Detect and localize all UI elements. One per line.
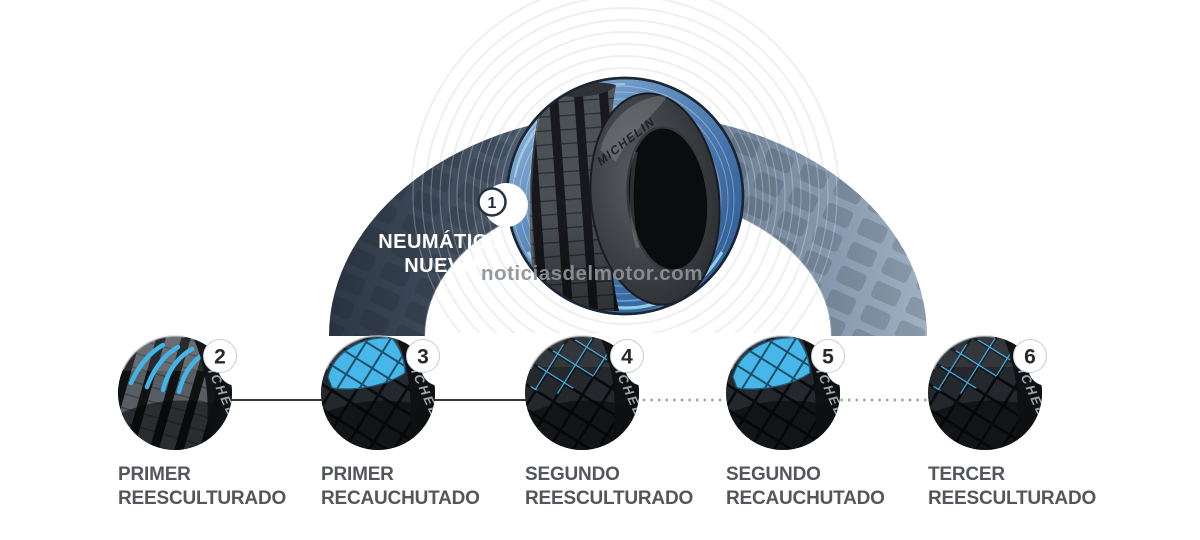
stage-circle-3: ICHEL 3 PRIMER RECAUCHUTADO: [321, 335, 480, 509]
stage-circle-5: ICHEL 5 SEGUNDO RECAUCHUTADO: [726, 335, 885, 509]
stage-label-3-line1: PRIMER: [321, 464, 394, 485]
stage-circle-6: ICHEL 6 TERCER REESCULTURADO: [928, 335, 1096, 509]
badge-number-5: 5: [822, 346, 834, 369]
stage-badge-3: 3: [406, 339, 459, 386]
stage-label-2-line2: REESCULTURADO: [118, 488, 286, 509]
stage-circle-4: ICHEL 4 SEGUNDO REESCULTURADO: [525, 335, 693, 509]
regroove-net-highlight: [933, 337, 1013, 394]
new-tire-circle: MICHELIN: [505, 76, 745, 316]
stage-badge-5: 5: [811, 339, 864, 386]
badge-number-1: 1: [488, 195, 497, 212]
main-label-line1: NEUMÁTICO: [378, 230, 504, 253]
stage-label-2-line1: PRIMER: [118, 464, 191, 485]
watermark-text: noticiasdelmotor.com: [481, 262, 703, 285]
regroove-net-highlight: [530, 337, 610, 394]
stage-badge-6: 6: [1013, 339, 1066, 386]
stage-badge-2: 2: [203, 339, 256, 386]
main-label-line2: NUEVO: [404, 255, 478, 277]
stage-badge-1: 1: [477, 183, 528, 227]
stage-label-5-line2: RECAUCHUTADO: [726, 488, 885, 509]
stage-label-3-line2: RECAUCHUTADO: [321, 488, 480, 509]
new-tire-photo: MICHELIN: [528, 82, 721, 311]
stage-badge-4: 4: [610, 339, 663, 386]
stage-label-6-line1: TERCER: [928, 464, 1005, 485]
badge-number-2: 2: [214, 346, 226, 369]
retread-cap-highlight: [732, 337, 811, 390]
stage-circle-2: ICHEL 2 PRIMER REESCULTURADO: [118, 335, 286, 509]
stage-label-4-line2: REESCULTURADO: [525, 488, 693, 509]
badge-number-6: 6: [1024, 346, 1036, 369]
badge-number-4: 4: [621, 346, 633, 369]
badge-number-3: 3: [417, 346, 429, 369]
stage-label-4-line1: SEGUNDO: [525, 464, 620, 485]
main-stage-label: NEUMÁTICO NUEVO: [378, 230, 504, 277]
stage-label-6-line2: REESCULTURADO: [928, 488, 1096, 509]
retread-cap-highlight: [327, 337, 406, 390]
stage-label-5-line1: SEGUNDO: [726, 464, 821, 485]
regroove-highlight: [128, 342, 205, 395]
